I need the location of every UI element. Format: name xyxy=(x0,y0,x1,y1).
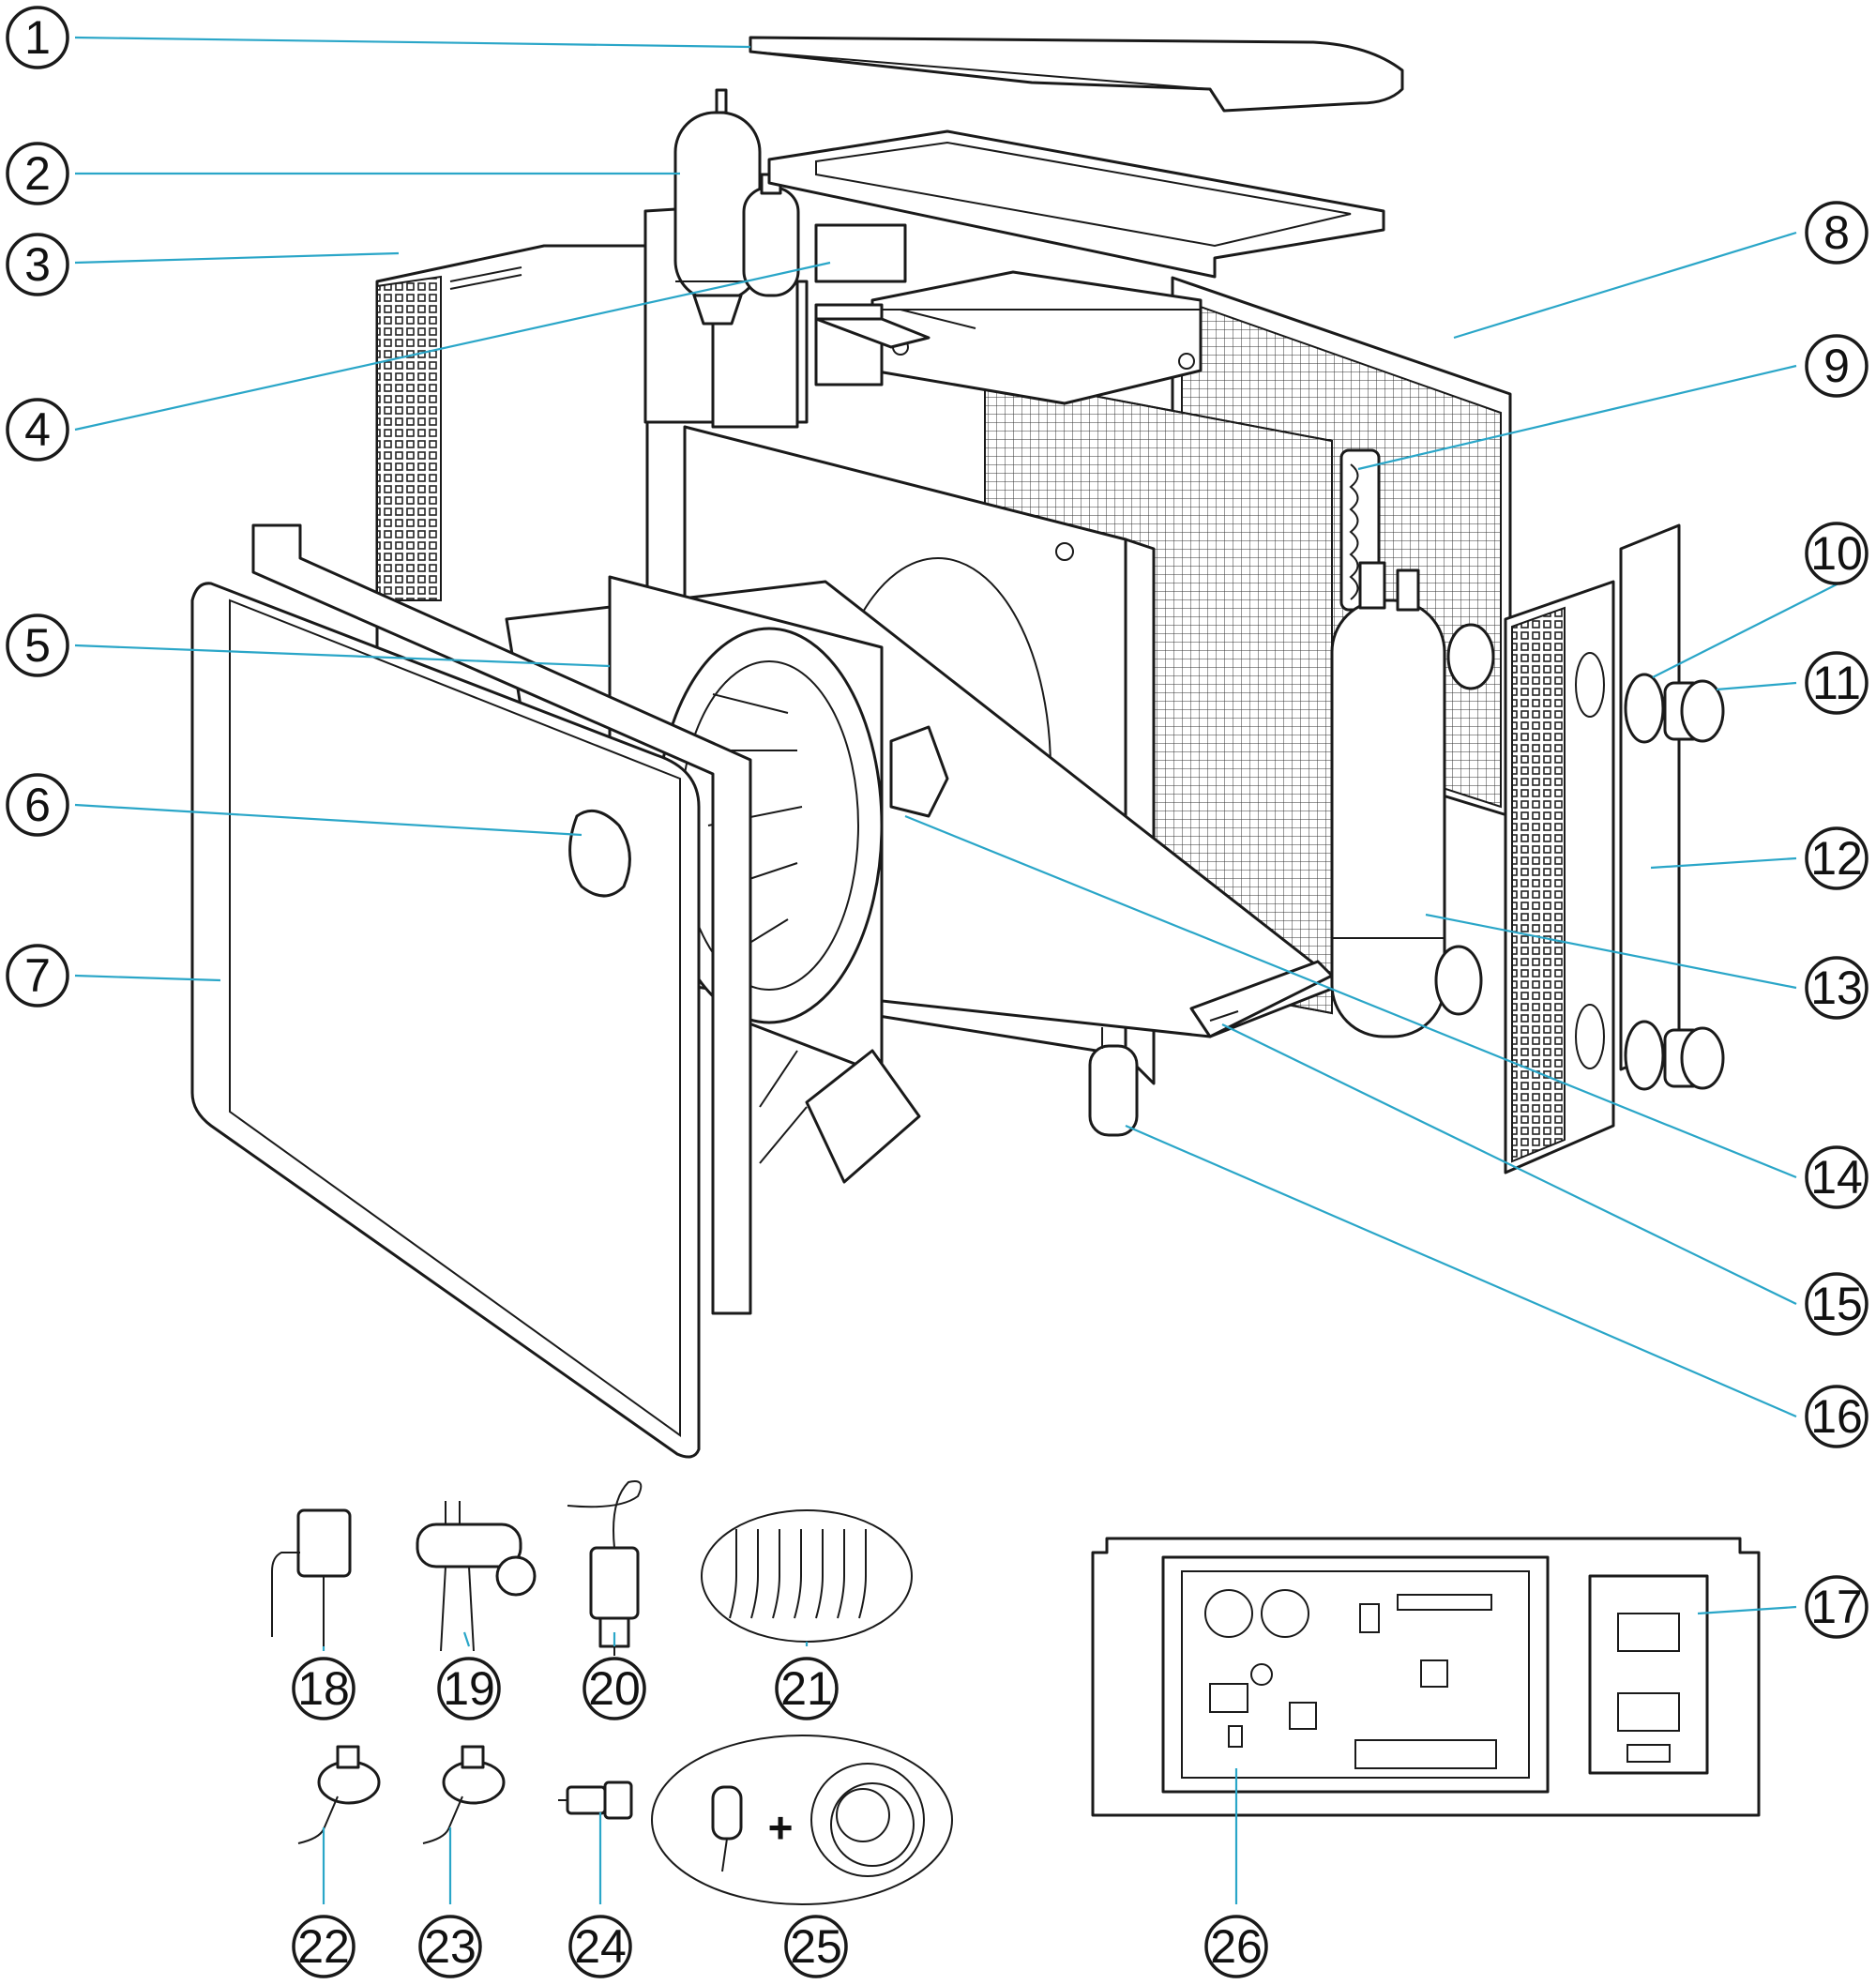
callout-24: 24 xyxy=(568,1915,632,1978)
callout-7-label: 7 xyxy=(24,949,51,1002)
callout-4: 4 xyxy=(6,398,69,462)
callout-22-label: 22 xyxy=(297,1920,350,1973)
callout-16: 16 xyxy=(1805,1385,1868,1448)
callout-23: 23 xyxy=(418,1915,482,1978)
part-21-sensors xyxy=(701,1509,913,1643)
callout-10: 10 xyxy=(1805,522,1868,585)
callout-13-label: 13 xyxy=(1810,962,1863,1014)
callout-4-label: 4 xyxy=(24,403,51,456)
callout-7: 7 xyxy=(6,944,69,1008)
callout-6-label: 6 xyxy=(24,779,51,831)
callout-11: 11 xyxy=(1805,651,1868,715)
leader-11 xyxy=(1716,681,1797,691)
callout-19: 19 xyxy=(437,1657,501,1720)
filter-drier xyxy=(1088,1027,1139,1137)
callout-17: 17 xyxy=(1805,1575,1868,1639)
part-24-flow-switch xyxy=(558,1780,633,1820)
accumulator xyxy=(742,173,800,297)
leader-10 xyxy=(1652,583,1839,678)
callout-10-label: 10 xyxy=(1810,527,1863,580)
heat-exchanger xyxy=(1330,561,1495,1038)
leader-lines xyxy=(74,36,1839,1904)
callout-18: 18 xyxy=(292,1657,356,1720)
callout-21-label: 21 xyxy=(780,1662,833,1715)
callout-15-label: 15 xyxy=(1810,1278,1863,1330)
callout-5: 5 xyxy=(6,614,69,677)
leader-16 xyxy=(1125,1124,1797,1418)
electrical-box xyxy=(814,223,1203,405)
callout-11-label: 11 xyxy=(1812,657,1861,709)
callout-3: 3 xyxy=(6,233,69,296)
callout-18-label: 18 xyxy=(297,1662,350,1715)
part-18-valve xyxy=(271,1508,352,1651)
callout-3-label: 3 xyxy=(24,238,51,291)
water-connector-top xyxy=(1624,673,1725,744)
leader-3 xyxy=(74,251,400,265)
top-frame xyxy=(767,129,1385,279)
callout-21: 21 xyxy=(775,1657,839,1720)
leader-12 xyxy=(1650,856,1797,870)
callout-2-label: 2 xyxy=(24,147,51,200)
callout-6: 6 xyxy=(6,773,69,837)
leader-8 xyxy=(1453,231,1797,340)
leader-1 xyxy=(74,36,751,49)
callout-24-label: 24 xyxy=(574,1920,627,1973)
front-frame xyxy=(251,523,752,1315)
callout-8-label: 8 xyxy=(1823,206,1850,259)
leader-6 xyxy=(74,803,582,837)
callout-9-label: 9 xyxy=(1823,340,1850,392)
water-connector-bottom xyxy=(1624,1020,1725,1091)
callout-2: 2 xyxy=(6,142,69,205)
water-panel xyxy=(1619,523,1681,1071)
callout-26: 26 xyxy=(1204,1915,1268,1978)
leader-15 xyxy=(1221,1023,1797,1305)
leader-7 xyxy=(74,974,221,982)
top-lid xyxy=(749,36,1404,113)
callout-16-label: 16 xyxy=(1810,1390,1863,1443)
part-19-four-way-valve xyxy=(416,1501,537,1652)
callout-19-label: 19 xyxy=(443,1662,495,1715)
callout-23-label: 23 xyxy=(424,1920,477,1973)
part-22-pressure-switch xyxy=(297,1745,381,1844)
callout-8: 8 xyxy=(1805,201,1868,265)
leader-9 xyxy=(1357,364,1797,471)
part-25-hose-kit xyxy=(651,1735,953,1905)
leader-14 xyxy=(904,814,1797,1179)
callout-25: 25 xyxy=(784,1915,848,1978)
callout-20-label: 20 xyxy=(588,1662,641,1715)
callout-14-label: 14 xyxy=(1810,1151,1863,1204)
callouts: 1 2 3 4 5 6 7 8 9 10 11 12 13 14 15 16 1… xyxy=(6,6,1868,1978)
callout-5-label: 5 xyxy=(24,619,51,672)
leader-4 xyxy=(74,261,831,432)
leader-19 xyxy=(462,1631,471,1647)
leader-5 xyxy=(74,644,611,668)
callout-12-label: 12 xyxy=(1810,832,1863,885)
plus-sign: + xyxy=(768,1803,794,1852)
right-side-panel xyxy=(1504,580,1615,1174)
callout-22: 22 xyxy=(292,1915,356,1978)
callout-12: 12 xyxy=(1805,826,1868,890)
parts-layer xyxy=(190,36,1761,1905)
part-20-expansion-valve xyxy=(567,1480,643,1656)
callout-9: 9 xyxy=(1805,334,1868,398)
callout-20: 20 xyxy=(582,1657,646,1720)
callout-13: 13 xyxy=(1805,956,1868,1020)
sensor-probes xyxy=(729,1529,867,1619)
leader-13 xyxy=(1425,913,1797,990)
callout-1-label: 1 xyxy=(24,11,51,64)
callout-25-label: 25 xyxy=(790,1920,842,1973)
callout-26-label: 26 xyxy=(1210,1920,1263,1973)
leader-17 xyxy=(1697,1605,1797,1615)
callout-15: 15 xyxy=(1805,1272,1868,1336)
callout-17-label: 17 xyxy=(1810,1581,1863,1633)
callout-14: 14 xyxy=(1805,1145,1868,1209)
callout-1: 1 xyxy=(6,6,69,69)
part-23-pressure-switch xyxy=(422,1745,506,1844)
front-panel xyxy=(190,582,701,1459)
control-box xyxy=(1091,1537,1761,1817)
